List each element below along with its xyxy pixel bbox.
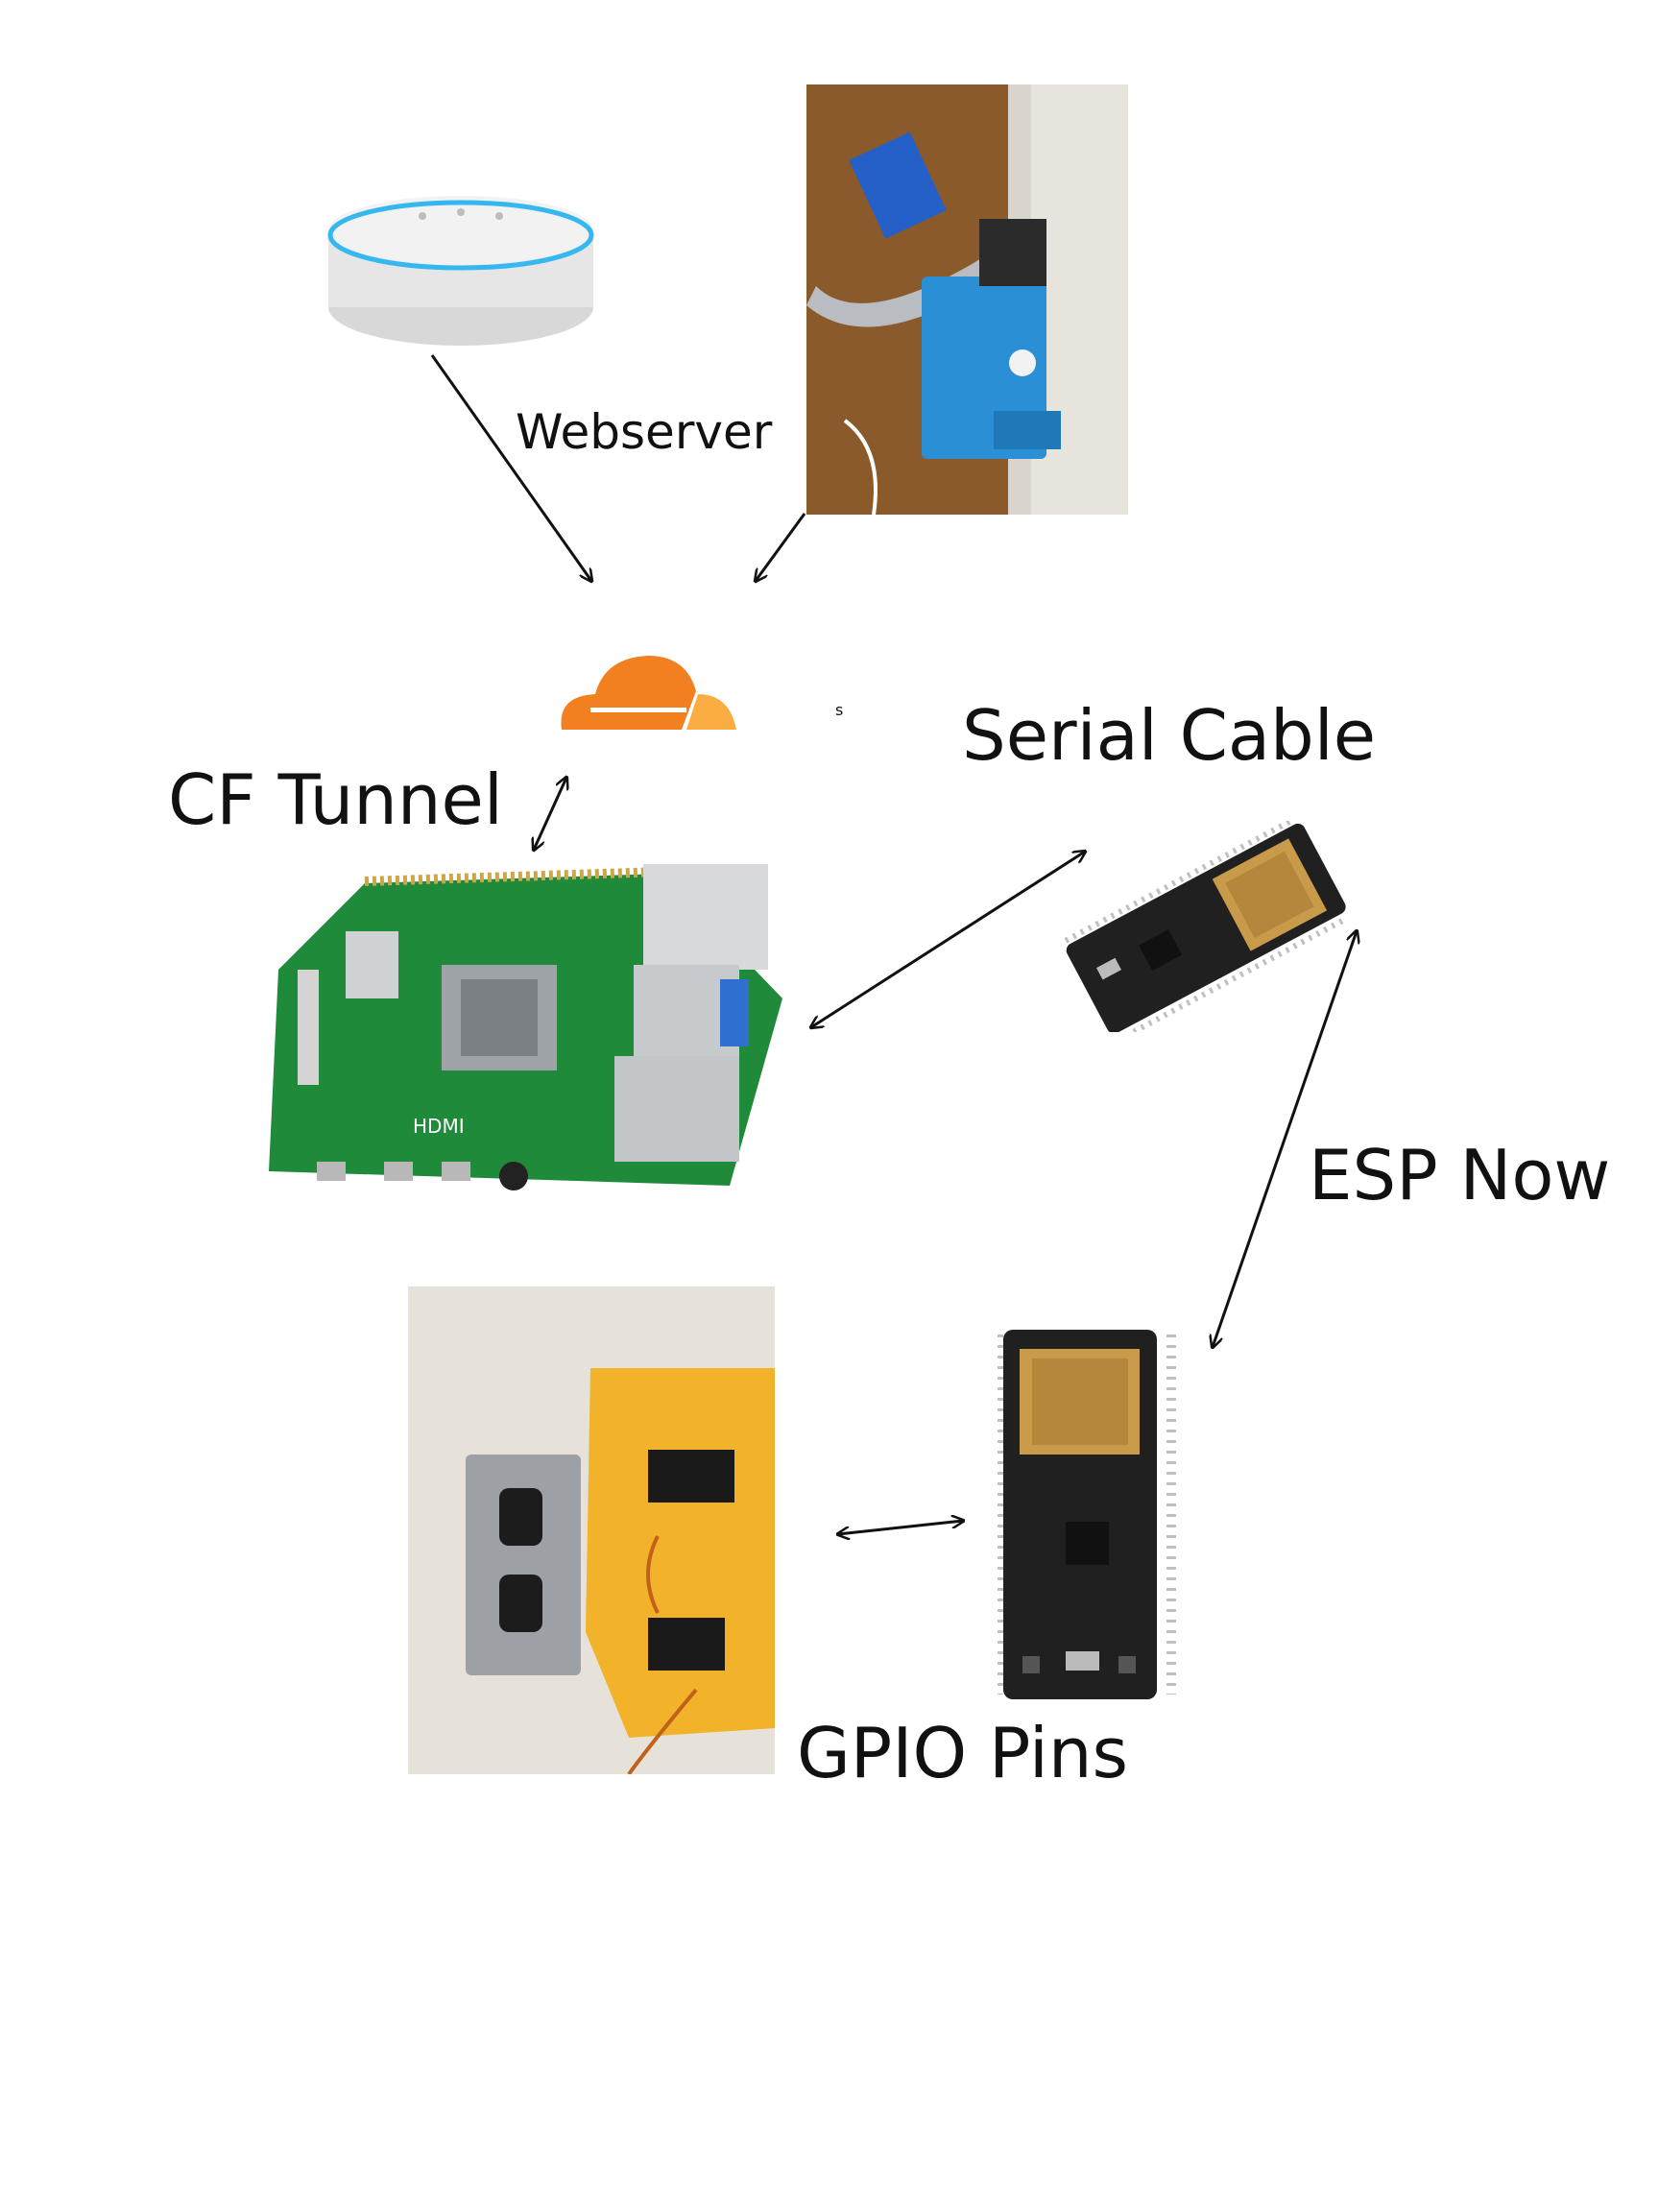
serial-cable-label: Serial Cable [962,695,1377,776]
gpio-pins-label: GPIO Pins [797,1713,1128,1793]
esp-now-label: ESP Now [1309,1135,1611,1215]
stray-s-label: s [835,701,844,719]
raspberry-pi-board-icon: HDMI [269,864,782,1190]
esp32-bottom-board-icon [998,1330,1176,1699]
echo-dot-icon [327,196,594,346]
cloudflare-cloud-icon [561,656,736,730]
webserver-label: Webserver [516,404,773,460]
arrow-echo-to-cloudflare [430,354,591,581]
arrow-serial-cable [811,852,1085,1027]
light-switch-mount-icon [408,1286,775,1774]
arrow-door-to-cloudflare [756,513,806,581]
door-latch-mount-icon [806,84,1128,515]
arrow-esp-now [1213,931,1357,1347]
cf-tunnel-label: CF Tunnel [168,759,503,840]
svg-text:HDMI: HDMI [413,1115,465,1138]
arrow-gpio-pins [838,1521,963,1534]
arrow-cf-tunnel [534,778,566,850]
